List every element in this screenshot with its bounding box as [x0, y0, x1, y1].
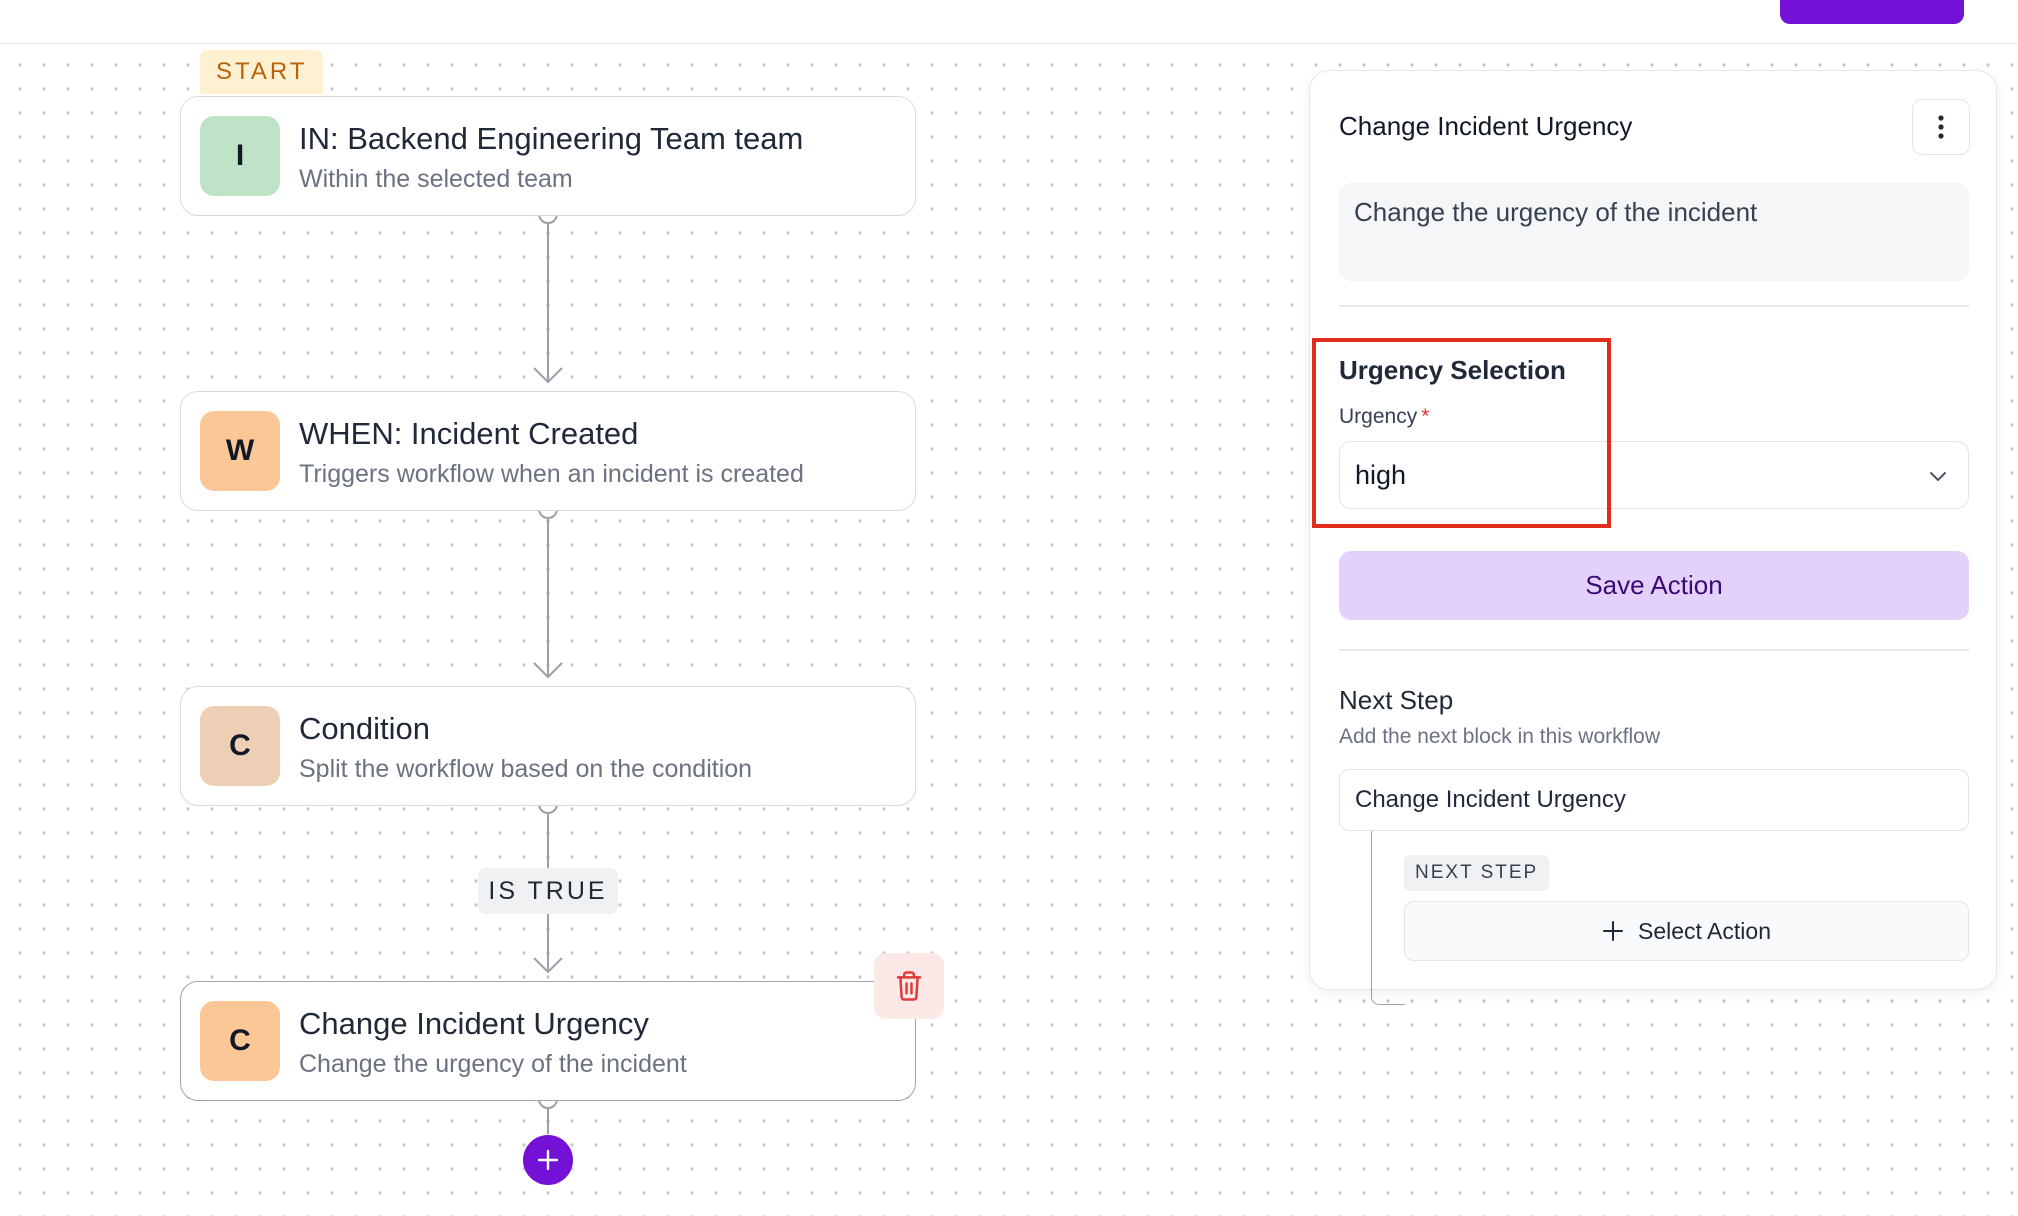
- top-action-button[interactable]: [1780, 0, 1964, 24]
- node-title: IN: Backend Engineering Team team: [299, 121, 804, 156]
- select-action-label: Select Action: [1638, 917, 1771, 944]
- node-avatar: C: [200, 706, 280, 786]
- plus-icon: [1602, 920, 1624, 942]
- start-tag: START: [200, 50, 324, 94]
- node-avatar: W: [200, 411, 280, 491]
- workflow-node-trigger[interactable]: W WHEN: Incident Created Triggers workfl…: [180, 391, 916, 511]
- trash-icon: [896, 971, 922, 1001]
- urgency-label-text: Urgency: [1339, 405, 1418, 428]
- top-bar: [0, 0, 2018, 44]
- panel-menu-button[interactable]: [1912, 99, 1970, 155]
- urgency-select-value: high: [1355, 460, 1407, 490]
- node-title: Condition: [299, 711, 430, 746]
- node-subtitle: Split the workflow based on the conditio…: [299, 755, 753, 783]
- required-marker: *: [1421, 405, 1430, 428]
- workflow-node-condition[interactable]: C Condition Split the workflow based on …: [180, 686, 916, 806]
- tree-connector: [1371, 831, 1405, 1005]
- node-avatar: C: [200, 1001, 280, 1081]
- next-step-subtitle: Add the next block in this workflow: [1339, 725, 1660, 748]
- node-subtitle: Change the urgency of the incident: [299, 1050, 687, 1078]
- node-title: Change Incident Urgency: [299, 1006, 649, 1041]
- divider: [1339, 649, 1969, 651]
- highlight-annotation: [1312, 338, 1611, 528]
- plus-icon: [537, 1149, 559, 1171]
- condition-branch-label: IS TRUE: [478, 868, 618, 914]
- node-subtitle: Within the selected team: [299, 165, 573, 193]
- add-step-button[interactable]: [523, 1135, 573, 1185]
- workflow-node-action[interactable]: C Change Incident Urgency Change the urg…: [180, 981, 916, 1101]
- node-subtitle: Triggers workflow when an incident is cr…: [299, 460, 804, 488]
- section-title: Urgency Selection: [1339, 355, 1566, 385]
- workflow-node-team[interactable]: I IN: Backend Engineering Team team With…: [180, 96, 916, 216]
- description-field[interactable]: Change the urgency of the incident: [1339, 183, 1969, 281]
- select-action-button[interactable]: Select Action: [1404, 901, 1969, 961]
- next-step-chip: NEXT STEP: [1404, 855, 1550, 891]
- node-title: WHEN: Incident Created: [299, 416, 639, 451]
- urgency-select[interactable]: high: [1339, 441, 1969, 509]
- panel-title: Change Incident Urgency: [1339, 111, 1633, 141]
- next-step-item[interactable]: Change Incident Urgency: [1339, 769, 1969, 831]
- more-vertical-icon: [1938, 115, 1944, 139]
- node-avatar: I: [200, 116, 280, 196]
- divider: [1339, 305, 1969, 307]
- next-step-title: Next Step: [1339, 685, 1454, 715]
- urgency-label: Urgency*: [1339, 405, 1429, 429]
- save-action-button[interactable]: Save Action: [1339, 551, 1969, 620]
- delete-node-button[interactable]: [874, 953, 944, 1019]
- action-config-panel: Change Incident Urgency Change the urgen…: [1309, 70, 1997, 1005]
- chevron-down-icon: [1930, 472, 1946, 481]
